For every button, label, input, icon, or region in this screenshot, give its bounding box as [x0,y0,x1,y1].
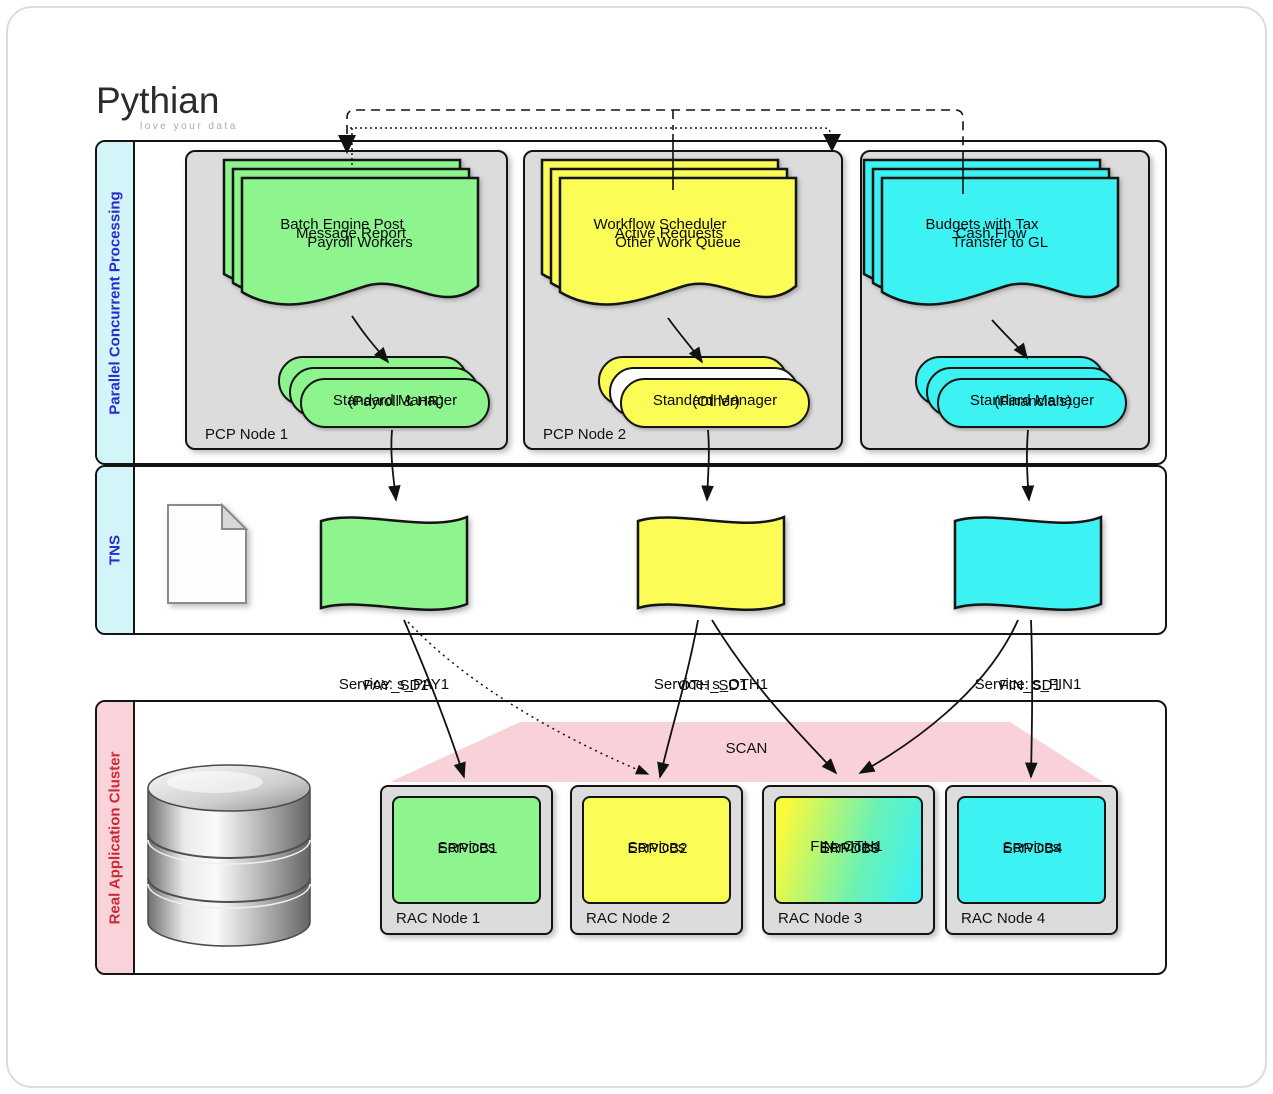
pcp-node-1-label: PCP Node 1 [205,426,289,443]
flag-shape [953,515,1103,611]
manager-oval [300,378,490,428]
band-tns-label: TNS [106,535,124,565]
rac-node-4-instance [957,796,1106,904]
band-pcp-label: Parallel Concurrent Processing [106,190,124,415]
manager-stack-financials: Standard Manager (Financials) [915,356,1129,430]
rac-node-4-label: RAC Node 4 [961,910,1046,927]
rac-node-3-label: RAC Node 3 [778,910,863,927]
band-pcp-strip: Parallel Concurrent Processing [97,142,135,463]
logo-tagline: love your data [140,121,238,132]
document-icon [240,176,480,306]
rac-node-2-label: RAC Node 2 [586,910,671,927]
rac-node-3-instance [774,796,923,904]
manager-stack-payroll: Standard Manager (Payroll & HR) [278,356,492,430]
manager-oval [620,378,810,428]
manager-stack-other: Standard Manager (Other) [598,356,812,430]
rac-node-2-instance [582,796,731,904]
flag-shape [636,515,786,611]
service-flag-fin: Service: s_FIN1 FIN_SD1 [952,505,1108,694]
service-flag-oth: Service: s_OTH1 OTH_SD1 [635,505,791,694]
rac-node-3: Services ERPDB3 FIN, OTH1 RAC Node 3 [762,785,935,935]
rac-node-1-label: RAC Node 1 [396,910,481,927]
logo-wordmark: Pythian [96,80,220,121]
rac-node-1: Services ERPDB1 RAC Node 1 [380,785,553,935]
document-icon [558,176,798,306]
doc-stack-other: Workflow Scheduler Active Requests Other… [540,158,800,328]
rac-node-1-instance [392,796,541,904]
tnsnames-file-icon [167,503,249,604]
pcp-node-2-label: PCP Node 2 [543,426,627,443]
doc-stack-payroll: Batch Engine Post Message Report Payroll… [222,158,482,328]
rac-node-2: Services ERPDB2 RAC Node 2 [570,785,743,935]
band-rac-label: Real Application Cluster [106,751,124,924]
scan-label: SCAN [725,740,768,757]
pythian-logo: Pythian love your data [96,80,235,132]
rac-node-4: Services ERPDB4 RAC Node 4 [945,785,1118,935]
band-rac-strip: Real Application Cluster [97,702,135,973]
doc-stack-financials: Budgets with Tax Cash Flow Transfer to G… [862,158,1122,328]
flag-shape [319,515,469,611]
document-icon [880,176,1120,306]
band-tns-strip: TNS [97,467,135,633]
manager-oval [937,378,1127,428]
database-cylinder-icon [147,764,311,947]
service-flag-pay: Service: s_PAY1 PAY_SD1 [318,505,474,694]
